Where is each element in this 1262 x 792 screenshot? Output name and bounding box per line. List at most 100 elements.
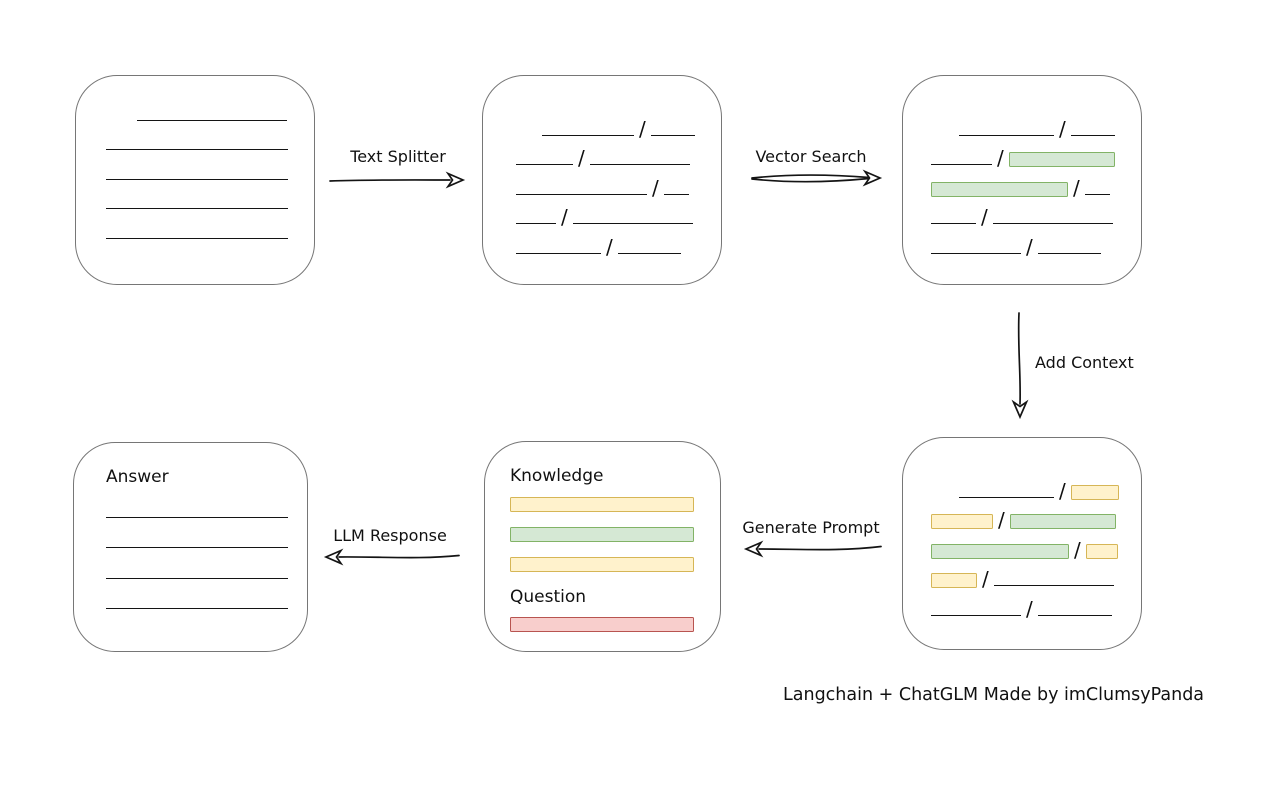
text-line [931, 164, 992, 165]
answer-line [106, 516, 288, 518]
caption: Langchain + ChatGLM Made by imClumsyPand… [783, 685, 1205, 705]
answer-line [106, 547, 288, 548]
slash-separator: / [1059, 116, 1066, 141]
text-line [617, 252, 681, 254]
slash-separator: / [639, 116, 646, 141]
yellow-bar [510, 557, 694, 572]
yellow-chunk [931, 573, 977, 588]
text-splitter-arrow [329, 171, 466, 189]
add-context-label: Add Context [1035, 353, 1134, 372]
text-line [931, 223, 976, 224]
matched-chunk-lines: ///// [903, 76, 1141, 284]
generate-prompt-label: Generate Prompt [742, 518, 880, 537]
yellow-chunk [931, 514, 993, 529]
context-chunk-lines: / / / / / [903, 438, 1141, 649]
chunk-row: / [516, 197, 721, 227]
text-line [516, 193, 647, 195]
document-lines [76, 76, 314, 284]
llm-response-label: LLM Response [333, 526, 447, 545]
chunk-row: / [931, 138, 1141, 168]
knowledge-bars [510, 497, 720, 572]
text-line [137, 119, 287, 121]
chunk-row: / [931, 197, 1141, 227]
answer-node: Answer [73, 442, 308, 652]
slash-separator: / [652, 175, 659, 200]
add-context-arrow [1011, 312, 1029, 420]
slash-separator: / [1026, 596, 1033, 621]
indent-spacer [106, 122, 137, 123]
answer-lines [106, 516, 307, 609]
chunk-row: / [931, 167, 1141, 200]
yellow-chunk [1085, 543, 1118, 559]
red-bar [510, 617, 694, 632]
chunk-row [106, 182, 314, 212]
slash-separator: / [982, 567, 989, 591]
text-line [1084, 193, 1110, 195]
text-line [931, 252, 1021, 254]
question-bars [510, 617, 720, 632]
text-line [572, 223, 693, 224]
text-line [106, 208, 288, 209]
green-bar [510, 527, 694, 542]
slash-separator: / [578, 146, 585, 170]
chunk-row: / [931, 529, 1141, 562]
indent-spacer [516, 137, 542, 138]
slash-separator: / [1073, 175, 1080, 200]
answer-label: Answer [106, 467, 169, 487]
chunk-row [106, 211, 314, 241]
chunk-row: / [931, 500, 1141, 530]
chunk-row: / [931, 470, 1141, 503]
chunk-row [106, 152, 314, 182]
text-line [106, 237, 288, 239]
green-chunk [931, 543, 1069, 559]
yellow-bar [510, 497, 694, 512]
text-line [516, 164, 573, 165]
chunk-row: / [516, 167, 721, 200]
text-line [993, 585, 1114, 586]
slash-separator: / [1074, 537, 1081, 562]
split-chunks-node: / / / / / [482, 75, 722, 285]
split-chunk-lines: / / / / / [483, 76, 721, 284]
text-line [663, 193, 689, 195]
knowledge-label: Knowledge [510, 466, 604, 486]
generate-prompt-arrow [743, 540, 882, 558]
chunk-row: / [931, 588, 1141, 621]
chunk-row: / [516, 226, 721, 259]
text-line [1037, 252, 1101, 254]
text-line [959, 134, 1054, 136]
text-line [1070, 134, 1115, 136]
chunk-row: / [516, 138, 721, 168]
text-line [1037, 614, 1112, 616]
slash-separator: / [561, 205, 568, 229]
text-line [650, 134, 695, 136]
vector-search-label: Vector Search [755, 147, 867, 166]
question-label: Question [510, 587, 587, 607]
slash-separator: / [1059, 478, 1066, 503]
chunk-row [106, 123, 314, 153]
text-line [106, 178, 288, 180]
text-line [931, 614, 1021, 616]
text-splitter-label: Text Splitter [350, 147, 446, 166]
indent-spacer [931, 137, 959, 138]
answer-line [106, 577, 288, 579]
green-chunk [1008, 152, 1115, 167]
answer-line [106, 608, 288, 609]
chunk-row: / [931, 226, 1141, 257]
yellow-chunk [1070, 484, 1119, 500]
slash-separator: / [981, 205, 988, 229]
vector-matched-chunks-node: ///// [902, 75, 1142, 285]
chunk-row: / [516, 108, 721, 141]
text-line [106, 149, 288, 150]
green-chunk [1009, 514, 1116, 529]
text-line [542, 134, 634, 136]
text-line [516, 252, 601, 254]
slash-separator: / [997, 146, 1004, 170]
llm-response-arrow [323, 548, 460, 566]
context-chunks-node: / / / / / [902, 437, 1142, 650]
text-line [992, 223, 1113, 224]
chunk-row [106, 93, 314, 123]
vector-search-arrow [751, 169, 883, 187]
chunk-row: / [931, 559, 1141, 589]
slash-separator: / [998, 508, 1005, 532]
slash-separator: / [606, 234, 613, 259]
